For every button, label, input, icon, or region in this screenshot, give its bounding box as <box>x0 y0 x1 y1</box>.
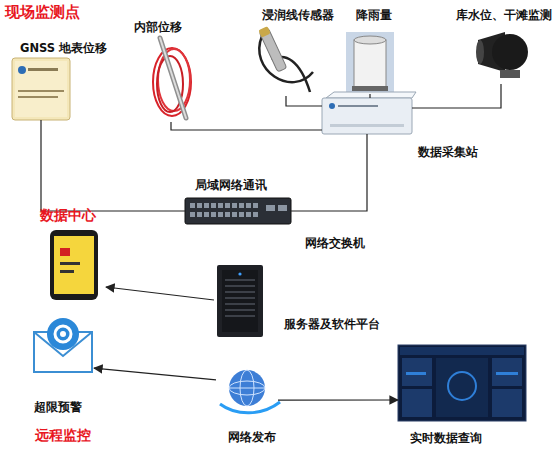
connector-line <box>291 134 367 211</box>
sensor-cap <box>258 26 270 37</box>
screen-bar <box>406 372 426 375</box>
sensor-bracket <box>500 70 520 78</box>
email-icon <box>34 318 92 372</box>
globe-line <box>229 388 265 389</box>
screen-chart <box>448 372 476 400</box>
arrow-line <box>106 287 214 300</box>
switch-ports <box>190 203 287 217</box>
gauge-base <box>352 86 388 91</box>
device-label: 超限预警 <box>34 400 82 414</box>
section-heading: 数据中心 <box>40 206 96 224</box>
device-label: 网络发布 <box>228 430 276 444</box>
device-node: 库水位、干滩监测 <box>470 26 532 84</box>
screen-panel <box>492 389 522 417</box>
gnss-mark <box>18 96 58 98</box>
at-badge <box>47 318 79 350</box>
server-led <box>238 272 241 275</box>
gauge-body <box>354 40 386 88</box>
globe-icon <box>220 370 280 413</box>
device-label: 内部位移 <box>134 20 182 34</box>
section-heading: 远程监控 <box>35 426 91 444</box>
server-tower <box>217 265 263 337</box>
gauge-top <box>354 36 386 44</box>
device-node: 实时数据查询 <box>398 345 526 421</box>
server-vents <box>225 280 255 316</box>
phone-mark <box>60 248 70 256</box>
device-node: GNSS 地表位移 <box>12 58 70 120</box>
station-case <box>322 98 412 134</box>
connector-line <box>94 368 216 380</box>
network-switch <box>185 198 291 224</box>
device-label: 降雨量 <box>356 8 392 22</box>
device-label: 库水位、干滩监测 <box>456 8 552 22</box>
gnss-logo <box>18 66 26 74</box>
screen-panel <box>436 358 488 417</box>
screen-bar <box>496 372 518 375</box>
switch-case <box>185 198 291 224</box>
level-sensor <box>476 32 528 78</box>
gnss-mark <box>18 90 64 92</box>
device-node: 浸润线传感器 <box>255 26 317 96</box>
phone-case <box>50 230 98 300</box>
device-node: 超限预警 <box>32 316 94 374</box>
rain-gauge <box>346 32 394 94</box>
at-ring <box>55 326 71 342</box>
connector-line <box>41 120 185 211</box>
data-station <box>322 92 416 134</box>
gnss-mark <box>28 68 58 71</box>
server-front <box>222 270 258 332</box>
screen-frame <box>398 345 526 421</box>
device-label: 服务器及软件平台 <box>284 317 380 331</box>
station-logo <box>329 103 335 109</box>
screen-panel <box>492 358 522 386</box>
globe <box>229 370 265 406</box>
gnss-face <box>15 61 67 117</box>
sensor-face <box>476 40 484 64</box>
device-node: 内部位移 <box>148 36 194 122</box>
device-label: 浸润线传感器 <box>262 8 334 22</box>
device-node: 网络交换机 <box>185 198 291 224</box>
screen-panel <box>402 358 432 386</box>
probe-rod <box>160 38 186 118</box>
device-node: 数据采集站 <box>322 98 412 134</box>
device-label: 实时数据查询 <box>410 431 482 445</box>
gnss-case <box>12 58 70 120</box>
station-mark <box>330 124 404 127</box>
device-node: 网络发布 <box>216 368 278 412</box>
displacement-sensor <box>153 38 191 118</box>
network-label: 局域网络通讯 <box>195 176 267 194</box>
server-case <box>217 265 263 337</box>
connector-line <box>278 399 398 400</box>
device-label: GNSS 地表位移 <box>20 41 107 55</box>
phone-screen <box>54 236 94 294</box>
connector-line <box>412 84 501 108</box>
phone-icon <box>50 230 98 300</box>
connector-line <box>171 122 322 130</box>
device-label: 网络交换机 <box>305 236 365 250</box>
station-mark <box>338 105 378 107</box>
probe-rod <box>160 38 186 118</box>
device-node: 服务器及软件平台 <box>217 265 263 337</box>
screen-header <box>400 347 524 355</box>
phone-mark <box>60 262 80 265</box>
gnss-device <box>12 58 70 120</box>
station-top <box>326 92 416 98</box>
phone-mark <box>60 270 74 273</box>
screen-panel <box>402 389 432 417</box>
device-label: 数据采集站 <box>418 145 478 159</box>
gauge-backdrop <box>346 32 394 94</box>
connector-line <box>369 94 370 98</box>
seepage-sensor <box>258 26 313 92</box>
globe-line <box>229 381 265 395</box>
at-dot <box>60 331 66 337</box>
section-heading: 现场监测点 <box>5 3 80 21</box>
dashboard-screen <box>398 345 526 421</box>
sensor-body <box>492 34 528 70</box>
device-node: 降雨量 <box>346 32 394 94</box>
connector-line <box>286 96 322 106</box>
